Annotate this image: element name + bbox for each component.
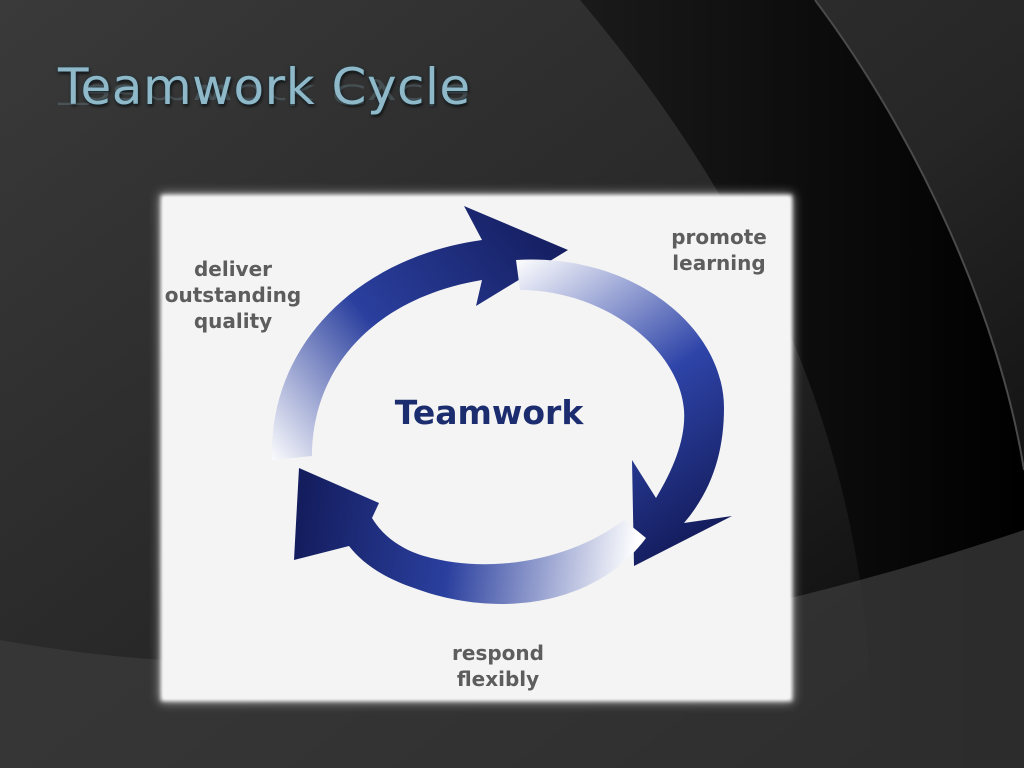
cycle-arrows <box>271 206 732 604</box>
arrow-right <box>516 259 732 566</box>
background-lower-band <box>0 530 1024 768</box>
arrow-bottom <box>294 468 646 604</box>
center-label-teamwork: Teamwork <box>394 393 584 432</box>
step-label-deliver-outstanding-quality: deliver outstanding quality <box>164 257 302 333</box>
slide-title-reflection: Teamwork Cycle <box>58 78 471 111</box>
slide-title-wrap: Teamwork Cycle Teamwork Cycle <box>58 62 471 112</box>
arrow-top <box>271 206 568 460</box>
teamwork-diagram: deliver outstanding quality promote lear… <box>164 198 789 698</box>
background-edge-line <box>814 0 1024 471</box>
step-label-respond-flexibly: respond flexibly <box>452 641 544 691</box>
slide-title: Teamwork Cycle <box>58 58 471 116</box>
step-label-promote-learning: promote learning <box>671 225 767 275</box>
